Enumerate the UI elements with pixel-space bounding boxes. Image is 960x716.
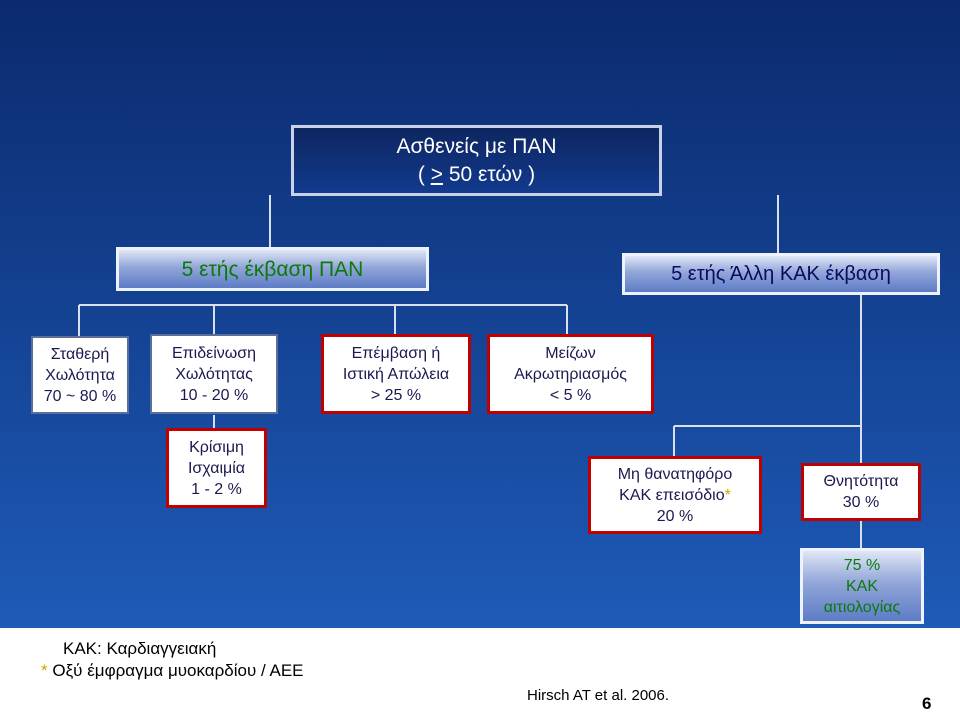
stable-claudication-box: Σταθερή Χωλότητα 70 ~ 80 % — [31, 336, 129, 414]
slide-number: 6 — [922, 694, 932, 713]
branch-other-cv-outcome: 5 ετής Άλλη ΚΑΚ έκβαση — [622, 253, 940, 295]
footnote-abbreviation: ΚΑΚ: Καρδιαγγειακή — [63, 639, 217, 658]
intervention-tissue-loss-box: Επέμβαση ή Ιστική Απώλεια > 25 % — [321, 334, 471, 414]
major-amputation-box: Μείζων Ακρωτηριασμός < 5 % — [487, 334, 654, 414]
root-title: Ασθενείς με ΠΑΝ — [396, 134, 557, 158]
citation: Hirsch AT et al. 2006. — [527, 687, 670, 704]
footnote-mi-stroke: * Οξύ έμφραγμα μυοκαρδίου / ΑΕΕ — [41, 661, 304, 680]
cv-cause-box: 75 % ΚΑΚ αιτιολογίας — [800, 548, 924, 624]
root-age-range: ( > 50 ετών ) — [417, 162, 536, 186]
critical-ischemia-box: Κρίσιμη Ισχαιμία 1 - 2 % — [166, 428, 267, 508]
mortality-box: Θνητότητα 30 % — [801, 463, 921, 521]
root-patients-box: Ασθενείς με ΠΑΝ ( > 50 ετών ) — [291, 125, 662, 196]
worsening-claudication-box: Επιδείνωση Χωλότητας 10 - 20 % — [150, 334, 278, 414]
branch-pan-outcome: 5 ετής έκβαση ΠΑΝ — [116, 247, 429, 291]
nonfatal-cv-event-box: Μη θανατηφόρο ΚΑΚ επεισόδιο* 20 % — [588, 456, 762, 534]
